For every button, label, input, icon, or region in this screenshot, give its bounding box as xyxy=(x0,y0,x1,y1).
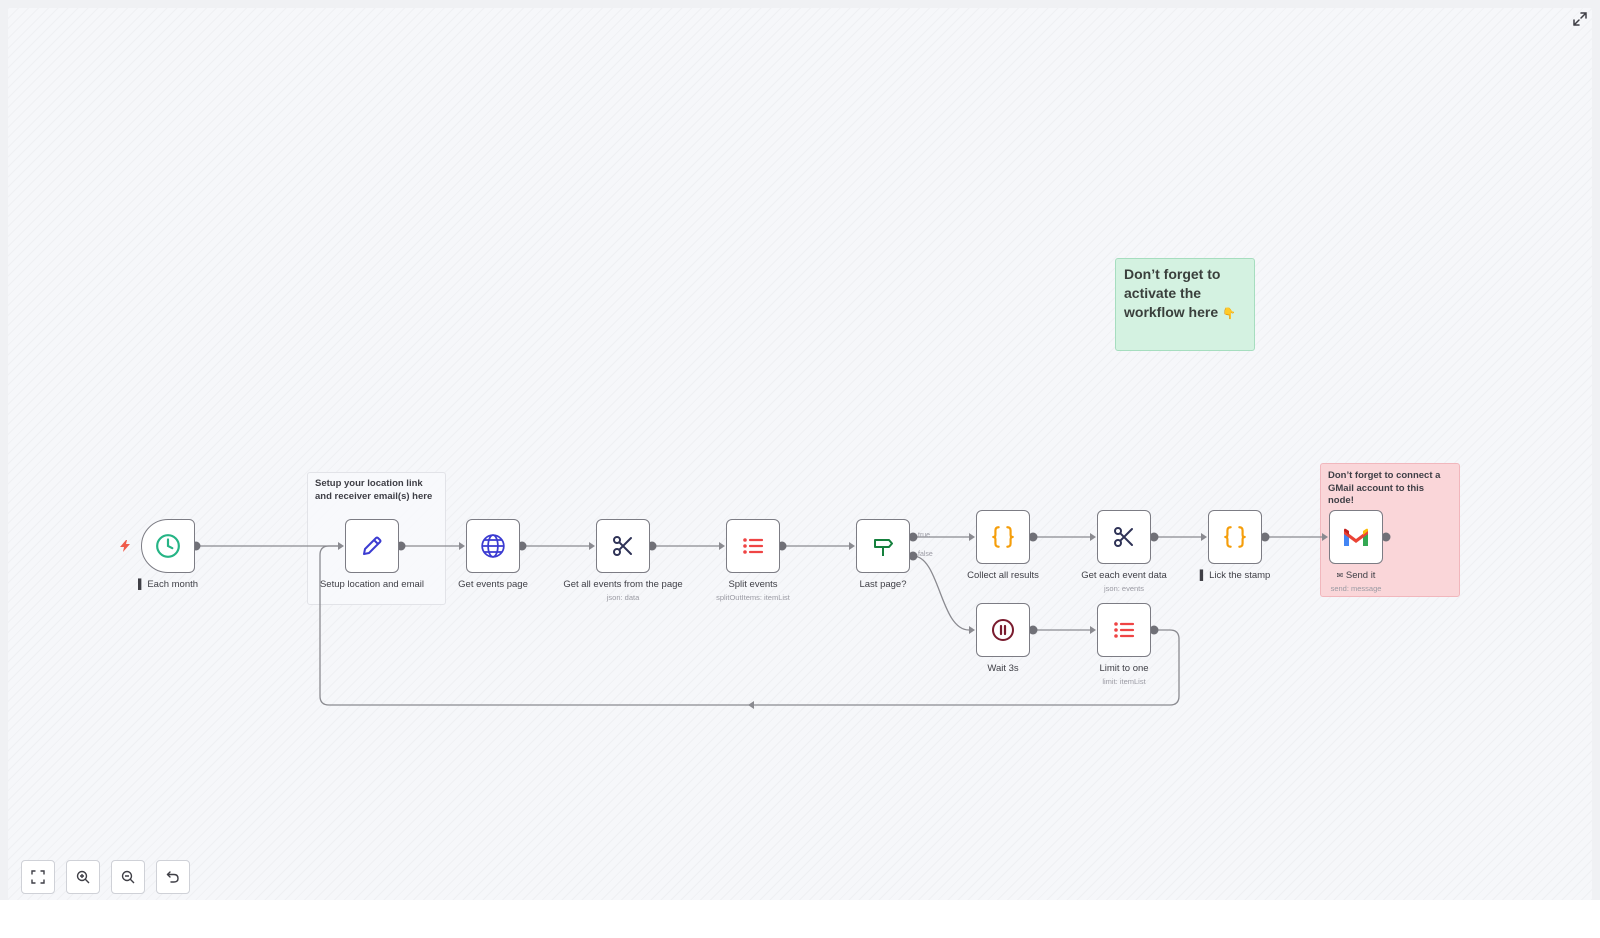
disabled-marker-icon: ▌ xyxy=(1199,570,1207,581)
pause-icon xyxy=(992,619,1014,641)
braces-icon xyxy=(992,526,1014,548)
node-label-lick: ▌ Lick the stamp xyxy=(1165,570,1305,582)
node-get-all-events[interactable] xyxy=(596,519,650,573)
workflow-canvas[interactable] xyxy=(8,8,1592,900)
undo-icon xyxy=(166,871,179,883)
scissors-icon xyxy=(613,536,632,556)
node-each-month[interactable] xyxy=(141,519,195,573)
fit-view-icon xyxy=(31,870,45,884)
node-send-it[interactable] xyxy=(1329,510,1383,564)
sticky-note-gmail-text: Don’t forget to connect a GMail account … xyxy=(1328,470,1441,506)
split-events-subtitle: splitOutItems: itemList xyxy=(716,592,790,602)
list-icon xyxy=(743,538,764,554)
node-label-setup: Setup location and email xyxy=(319,579,425,590)
node-label-each-month: ▌ Each month xyxy=(98,579,238,591)
bottom-bar xyxy=(0,900,1600,938)
node-label-last-page: Last page? xyxy=(859,579,907,590)
get-each-label-text: Get each event data xyxy=(1081,570,1167,581)
sticky-note-activate-text: Don’t forget to activate the workflow he… xyxy=(1124,266,1221,320)
get-each-subtitle: json: events xyxy=(1103,583,1145,593)
node-label-get-each: Get each event data json: events xyxy=(1054,570,1194,594)
globe-icon xyxy=(481,534,505,558)
trigger-bolt-icon xyxy=(120,540,130,552)
limit-label-text: Limit to one xyxy=(1099,663,1149,674)
get-all-events-subtitle: json: data xyxy=(606,592,640,602)
sticky-note-activate[interactable]: Don’t forget to activate the workflow he… xyxy=(1115,258,1255,351)
node-split-events[interactable] xyxy=(726,519,780,573)
zoom-out-icon xyxy=(121,870,135,884)
node-label-get-page: Get events page xyxy=(458,579,528,590)
limit-subtitle: limit: itemList xyxy=(1102,676,1146,686)
node-label-send: ✉ Send it send: message xyxy=(1286,570,1426,594)
fullscreen-icon[interactable] xyxy=(1572,11,1588,27)
clock-icon xyxy=(156,534,180,558)
branch-label-true: true xyxy=(918,532,931,539)
node-label-split-events: Split events splitOutItems: itemList xyxy=(683,579,823,603)
node-get-events-page[interactable] xyxy=(466,519,520,573)
lick-label-text: Lick the stamp xyxy=(1209,570,1271,581)
send-subtitle: send: message xyxy=(1330,583,1382,593)
pencil-icon xyxy=(363,536,382,555)
signpost-icon xyxy=(874,539,893,556)
mail-icon: ✉ xyxy=(1336,571,1344,580)
node-get-each-event[interactable] xyxy=(1097,510,1151,564)
pointing-down-emoji: 👇 xyxy=(1222,308,1236,320)
node-last-page[interactable] xyxy=(856,519,910,573)
node-label-collect: Collect all results xyxy=(967,570,1039,581)
zoom-in-button[interactable] xyxy=(66,860,100,894)
node-lick-stamp[interactable] xyxy=(1208,510,1262,564)
node-label-limit: Limit to one limit: itemList xyxy=(1054,663,1194,687)
gmail-icon xyxy=(1344,528,1368,546)
scissors-icon xyxy=(1114,527,1133,547)
node-label-wait: Wait 3s xyxy=(987,663,1019,674)
zoom-in-icon xyxy=(76,870,90,884)
split-events-label-text: Split events xyxy=(728,579,778,590)
node-setup-location[interactable] xyxy=(345,519,399,573)
branch-label-false: false xyxy=(918,551,933,558)
node-wait[interactable] xyxy=(976,603,1030,657)
list-icon xyxy=(1114,622,1135,638)
node-collect-results[interactable] xyxy=(976,510,1030,564)
node-limit[interactable] xyxy=(1097,603,1151,657)
reset-zoom-button[interactable] xyxy=(156,860,190,894)
node-label-get-all-events: Get all events from the page json: data xyxy=(553,579,693,603)
edge-false-to-wait xyxy=(912,555,970,631)
zoom-out-button[interactable] xyxy=(111,860,145,894)
fit-view-button[interactable] xyxy=(21,860,55,894)
braces-icon xyxy=(1224,526,1246,548)
get-all-events-label-text: Get all events from the page xyxy=(563,579,683,590)
each-month-label-text: Each month xyxy=(147,579,199,590)
sticky-note-setup-text: Setup your location link and receiver em… xyxy=(315,478,433,502)
send-label-text: Send it xyxy=(1345,570,1376,581)
disabled-marker-icon: ▌ xyxy=(137,579,145,590)
